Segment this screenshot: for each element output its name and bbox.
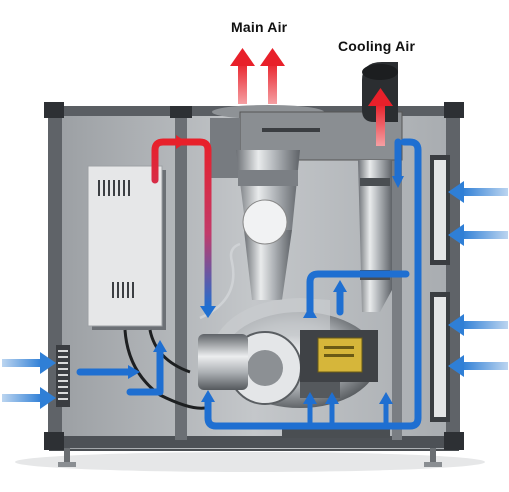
main-air-arrows-icon: [230, 48, 285, 104]
left-intake-arrows-icon: [2, 352, 56, 409]
motor: [300, 330, 378, 398]
cooling-air-arrow-icon: [368, 88, 393, 146]
cold-air-arrowheads: [128, 176, 404, 404]
right-intake-arrows-icon: [448, 181, 508, 377]
control-box: [87, 165, 166, 330]
cooling-duct: [358, 160, 392, 312]
main-air-label: Main Air: [231, 19, 288, 35]
ground-shadow: [15, 452, 485, 472]
hot-air-path: [151, 135, 216, 318]
cooling-air-label: Cooling Air: [338, 38, 416, 54]
cold-air-paths: [76, 138, 422, 430]
inlet-pipe: [236, 150, 300, 300]
cold-air-risers: [307, 402, 389, 426]
